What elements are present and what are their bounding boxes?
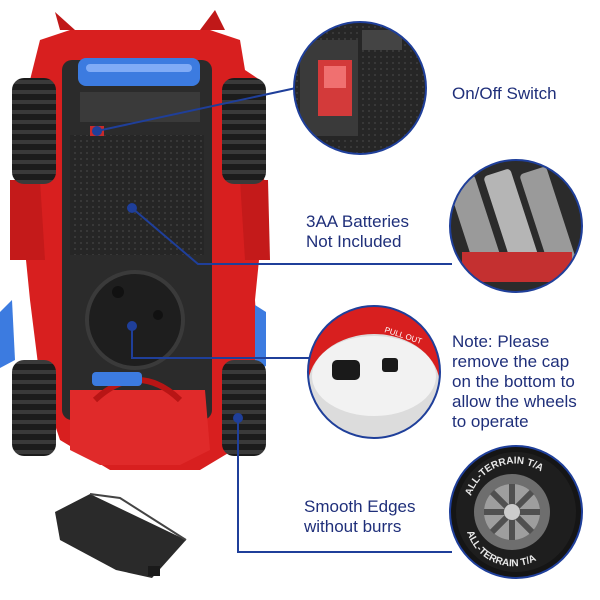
callout-batteries: 3AA Batteries Not Included <box>306 212 456 252</box>
callout-edges: Smooth Edges without burrs <box>304 497 444 537</box>
switch-detail-circle <box>293 21 427 155</box>
battery-lid <box>55 493 187 578</box>
cap-detail-circle: PULL OUT <box>307 305 441 439</box>
battery-detail-circle <box>449 159 583 293</box>
callout-cap-line-2: remove the cap <box>452 352 570 371</box>
callout-cap: Note: Please remove the cap on the botto… <box>452 332 598 432</box>
callout-edges-line-2: without burrs <box>304 517 402 536</box>
toy-car <box>0 10 270 470</box>
callout-edges-line-1: Smooth Edges <box>304 497 416 516</box>
callout-lines <box>92 87 452 553</box>
bottom-cap <box>85 270 185 370</box>
tire-detail-circle: ALL-TERRAIN T/A ALL-TERRAIN T/A <box>449 445 583 579</box>
callout-cap-line-3: on the bottom to <box>452 372 575 391</box>
callout-batteries-line-2: Not Included <box>306 232 402 251</box>
car-wheels <box>12 78 266 456</box>
callout-switch-line: On/Off Switch <box>452 84 557 103</box>
callout-cap-line-1: Note: Please <box>452 332 550 351</box>
callout-switch: On/Off Switch <box>452 84 592 104</box>
callout-cap-line-5: to operate <box>452 412 529 431</box>
callout-cap-line-4: allow the wheels <box>452 392 577 411</box>
callout-batteries-line-1: 3AA Batteries <box>306 212 410 231</box>
